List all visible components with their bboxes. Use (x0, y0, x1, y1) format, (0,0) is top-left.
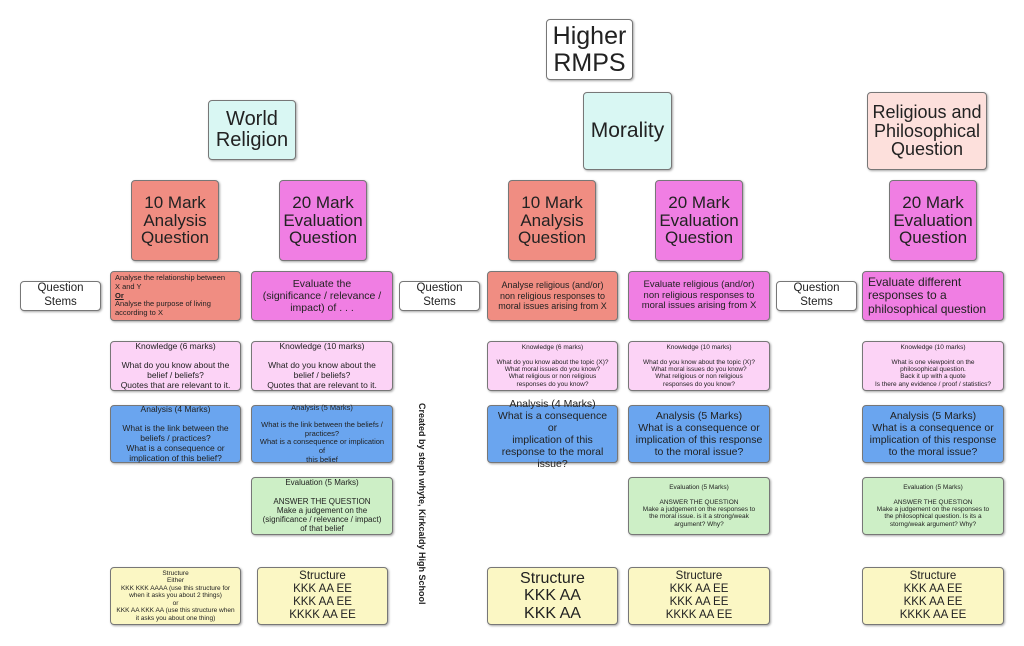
mor-10-analysis: Analysis (4 Marks) What is a consequence… (497, 397, 608, 471)
mor-10-mark-heading-box: 10 Mark Analysis Question (508, 180, 596, 261)
wr-20-knowledge-box: Knowledge (10 marks) What do you know ab… (251, 341, 393, 391)
mor-20-structure: Structure KKK AA EE KKK AA EE KKKK AA EE (665, 570, 733, 621)
wr-10-stem-box: Analyse the relationship between X and Y… (110, 271, 241, 321)
mor-question-stems-label: Question Stems (416, 282, 463, 308)
wr-10-knowledge: Knowledge (6 marks) What do you know abo… (120, 340, 231, 390)
world-religion-title: World Religion (215, 108, 289, 151)
rpq-question-stems-label-box: Question Stems (776, 281, 857, 311)
rpq-question-stems-label: Question Stems (793, 282, 840, 308)
rpq-header: Religious and Philosophical Question (867, 92, 987, 170)
wr-20-mark-heading: 20 Mark Evaluation Question (283, 192, 363, 248)
credit-text: Created by steph whyte, Kirkcaldy High S… (417, 403, 427, 605)
wr-20-stem: Evaluate the (significance / relevance /… (262, 277, 382, 315)
mor-10-structure-box: Structure KKK AA KKK AA (487, 567, 618, 625)
mor-10-stem-box: Analyse religious (and/or) non religious… (487, 271, 618, 321)
morality-title: Morality (590, 118, 665, 142)
rpq-20-stem: Evaluate different responses to a philos… (868, 275, 987, 316)
rpq-20-structure: Structure KKK AA EE KKK AA EE KKKK AA EE (899, 570, 967, 621)
wr-20-structure-box: Structure KKK AA EE KKK AA EE KKKK AA EE (257, 567, 388, 625)
mor-20-evaluation: Evaluation (5 Marks) ANSWER THE QUESTION… (642, 483, 756, 528)
mor-10-structure: Structure KKK AA KKK AA (520, 569, 585, 622)
rpq-20-analysis-box: Analysis (5 Marks) What is a consequence… (862, 405, 1004, 463)
rpq-20-analysis: Analysis (5 Marks) What is a consequence… (869, 409, 997, 459)
wr-20-analysis: Analysis (5 Marks) What is the link betw… (259, 402, 385, 464)
world-religion-header: World Religion (208, 100, 296, 160)
wr-20-evaluation-box: Evaluation (5 Marks) ANSWER THE QUESTION… (251, 477, 393, 535)
wr-10-analysis: Analysis (4 Marks) What is the link betw… (122, 403, 229, 463)
wr-10-stem-line1: Analyse the relationship between X and Y (115, 273, 226, 292)
mor-10-mark-heading: 10 Mark Analysis Question (517, 192, 587, 248)
morality-header: Morality (583, 92, 672, 170)
mor-20-analysis-box: Analysis (5 Marks) What is a consequence… (628, 405, 770, 463)
wr-20-structure: Structure KKK AA EE KKK AA EE KKKK AA EE (289, 570, 356, 621)
rpq-20-structure-box: Structure KKK AA EE KKK AA EE KKKK AA EE (862, 567, 1004, 625)
mor-question-stems-label-box: Question Stems (399, 281, 480, 311)
wr-10-stem-or: Or (115, 290, 124, 300)
wr-10-mark-heading: 10 Mark Analysis Question (140, 192, 210, 248)
mor-20-analysis: Analysis (5 Marks) What is a consequence… (635, 409, 763, 459)
rpq-20-stem-box: Evaluate different responses to a philos… (862, 271, 1004, 321)
wr-20-mark-heading-box: 20 Mark Evaluation Question (279, 180, 367, 261)
rpq-20-mark-heading-box: 20 Mark Evaluation Question (889, 180, 977, 261)
mor-20-knowledge: Knowledge (10 marks) What do you know ab… (642, 343, 755, 388)
rpq-20-mark-heading: 20 Mark Evaluation Question (893, 192, 973, 248)
mor-20-stem: Evaluate religious (and/or) non religiou… (641, 278, 757, 312)
rpq-20-evaluation-box: Evaluation (5 Marks) ANSWER THE QUESTION… (862, 477, 1004, 535)
rpq-20-knowledge-box: Knowledge (10 marks) What is one viewpoi… (862, 341, 1004, 391)
mor-20-mark-heading-box: 20 Mark Evaluation Question (655, 180, 743, 261)
mor-10-knowledge-box: Knowledge (6 marks) What do you know abo… (487, 341, 618, 391)
wr-10-knowledge-box: Knowledge (6 marks) What do you know abo… (110, 341, 241, 391)
wr-10-analysis-box: Analysis (4 Marks) What is the link betw… (110, 403, 241, 463)
mor-20-evaluation-box: Evaluation (5 Marks) ANSWER THE QUESTION… (628, 477, 770, 535)
mor-20-knowledge-box: Knowledge (10 marks) What do you know ab… (628, 341, 770, 391)
diagram-title-box: Higher RMPS (546, 19, 633, 80)
wr-20-evaluation: Evaluation (5 Marks) ANSWER THE QUESTION… (262, 478, 382, 534)
mor-10-analysis-box: Analysis (4 Marks) What is a consequence… (487, 398, 618, 470)
mor-20-mark-heading: 20 Mark Evaluation Question (659, 192, 739, 248)
mor-10-stem: Analyse religious (and/or) non religious… (498, 280, 607, 312)
wr-10-stem-line2: Analyse the purpose of living according … (115, 299, 211, 317)
mor-20-structure-box: Structure KKK AA EE KKK AA EE KKKK AA EE (628, 567, 770, 625)
mor-20-stem-box: Evaluate religious (and/or) non religiou… (628, 271, 770, 321)
wr-20-analysis-box: Analysis (5 Marks) What is the link betw… (251, 402, 393, 464)
wr-question-stems-label: Question Stems (37, 282, 84, 308)
diagram-title: Higher RMPS (552, 22, 627, 77)
wr-10-structure-box: Structure Either KKK KKK AAAA (use this … (110, 567, 241, 625)
wr-20-stem-box: Evaluate the (significance / relevance /… (251, 271, 393, 321)
wr-10-structure: Structure Either KKK KKK AAAA (use this … (116, 569, 235, 622)
wr-20-knowledge: Knowledge (10 marks) What do you know ab… (267, 340, 377, 390)
rpq-20-knowledge: Knowledge (10 marks) What is one viewpoi… (875, 343, 991, 388)
mor-10-knowledge: Knowledge (6 marks) What do you know abo… (496, 343, 609, 388)
wr-10-mark-heading-box: 10 Mark Analysis Question (131, 180, 219, 261)
wr-question-stems-label-box: Question Stems (20, 281, 101, 311)
rpq-title: Religious and Philosophical Question (872, 101, 982, 160)
rpq-20-evaluation: Evaluation (5 Marks) ANSWER THE QUESTION… (876, 483, 990, 528)
